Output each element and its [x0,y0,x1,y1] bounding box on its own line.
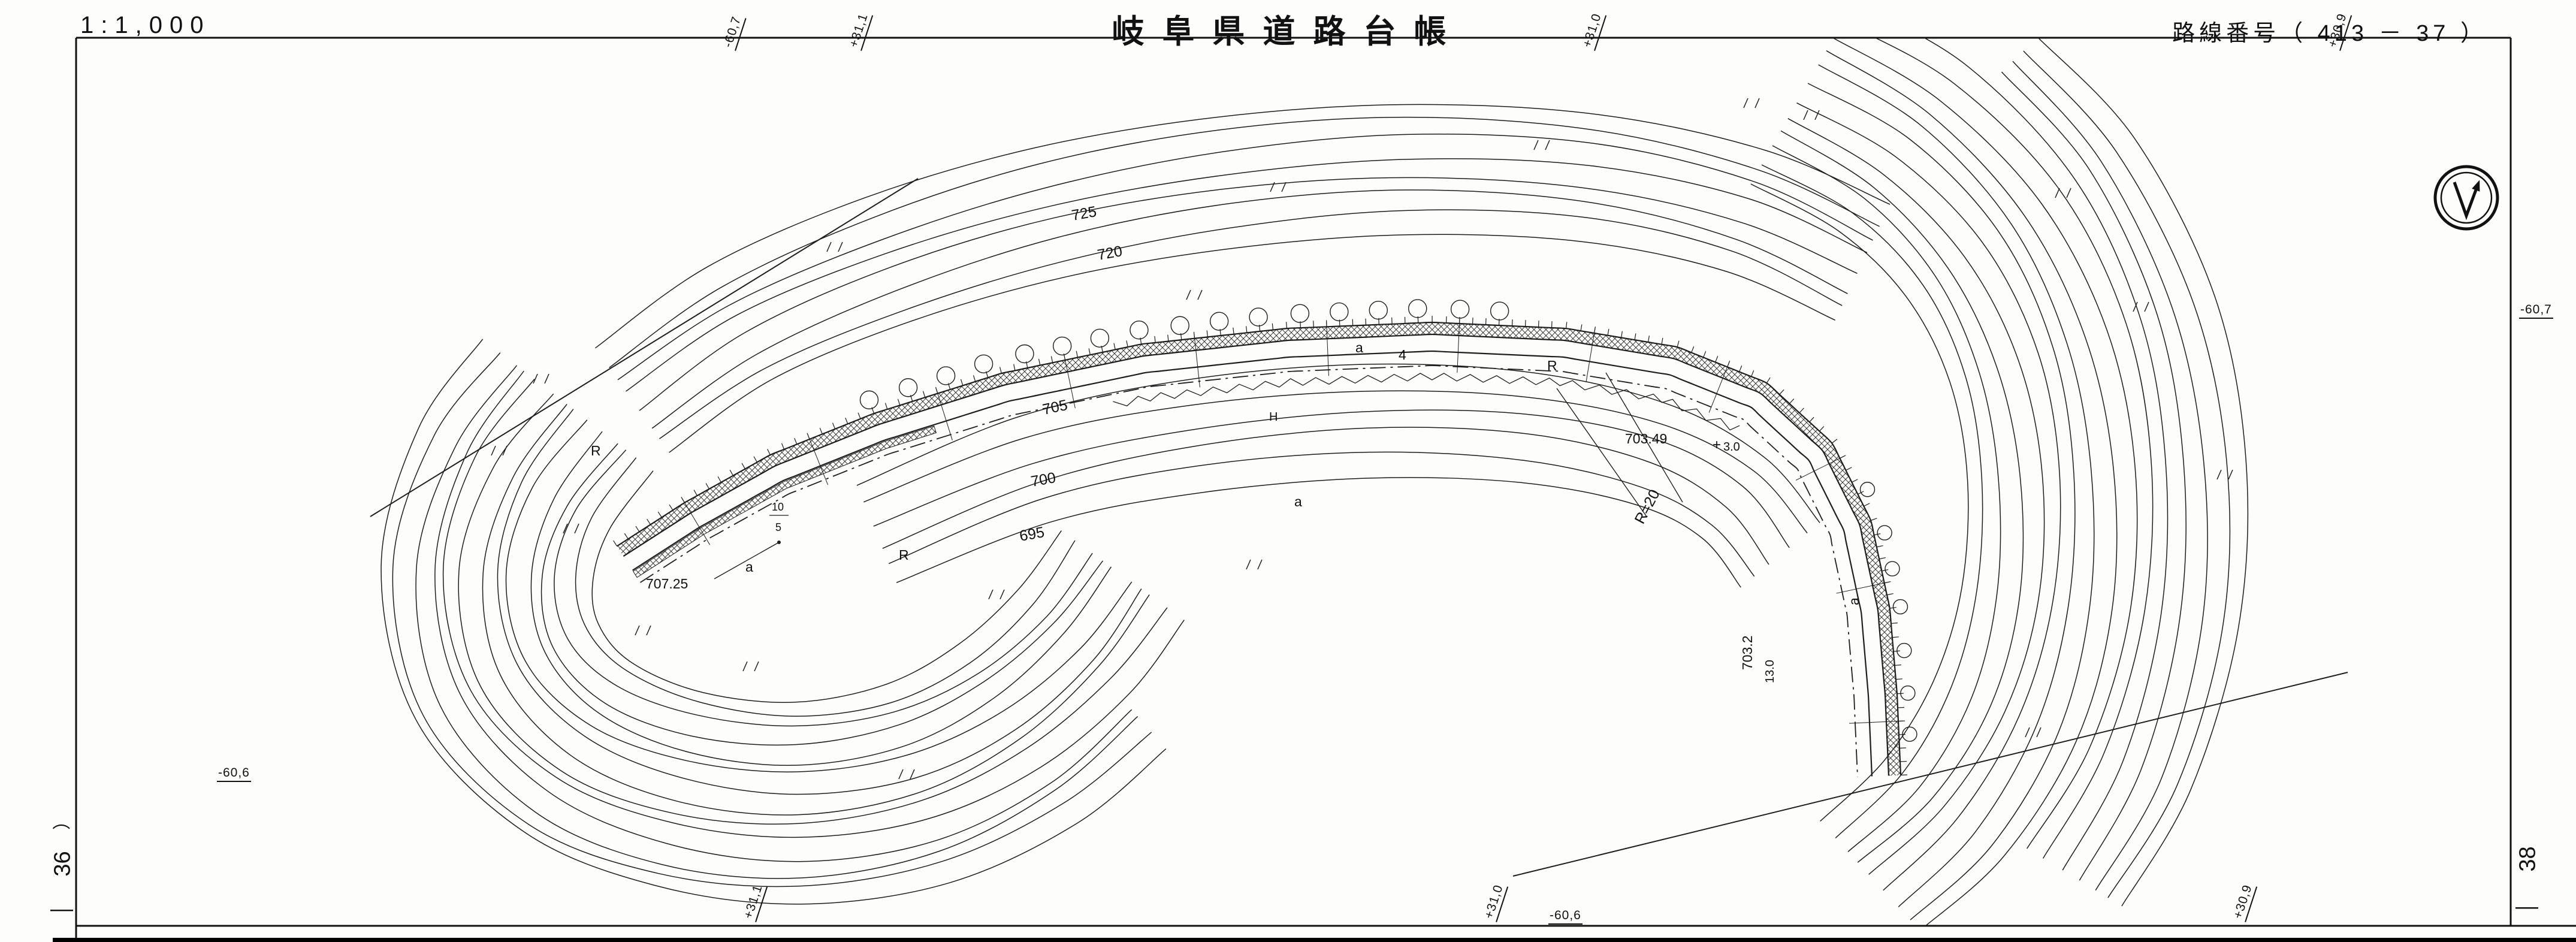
leader-lines [714,372,1683,579]
map-label: 720 [1096,243,1124,264]
page-title: 岐阜県道路台帳 [1112,14,1464,50]
map-label: 705 [1041,397,1069,418]
map-label: a [1355,340,1363,355]
map-label: 3.0 [1723,440,1740,454]
scale-label: 1:1,000 [80,12,211,38]
map-label: + [1713,437,1721,453]
route-number-label: 路線番号（ 413 － 37 ） [2172,21,2487,46]
map-label: R [591,443,601,458]
map-label: 703.49 [1625,431,1667,446]
map-label: a [745,559,753,575]
map-label: 707.25 [646,576,688,591]
map-label: H [1269,410,1278,424]
left-sheet-paren: ） [53,812,73,830]
map-label: 4 [1399,347,1406,363]
map-label: R [899,547,909,563]
map-label: 725 [1070,203,1098,224]
left-sheet-dash: — [50,896,73,922]
map-label: 5 [775,521,781,533]
right-sheet-number: 38 [2515,846,2541,872]
north-arrow-head [2472,180,2480,192]
map-label: a [1846,597,1862,605]
left-sheet-number: 36 [50,851,76,877]
right-sheet-dash: — [2515,894,2538,919]
north-arrow-inner-circle [2440,171,2493,224]
north-arrow-icon [2433,165,2499,231]
map-label: a [1294,494,1302,509]
map-label: 695 [1018,524,1046,545]
map-label: R [1547,358,1557,373]
map-label: 700 [1029,469,1057,490]
map-label: R=20 [1632,487,1663,527]
map-label: 703.2 [1740,635,1755,670]
map-label: 13.0 [1763,660,1777,683]
map-annotation-labels: 725 720 705 700 695 707.25 703.49 3.0+703.2 13.0… [591,203,1862,683]
terrain-contours [370,38,2348,925]
north-arrow-needle [2453,182,2480,221]
map-frame [75,37,2576,942]
map-label: 10 [772,501,784,513]
north-arrow-outer-circle [2433,165,2499,231]
scan-page-edge [53,938,2576,942]
road-drawing [613,299,1917,777]
